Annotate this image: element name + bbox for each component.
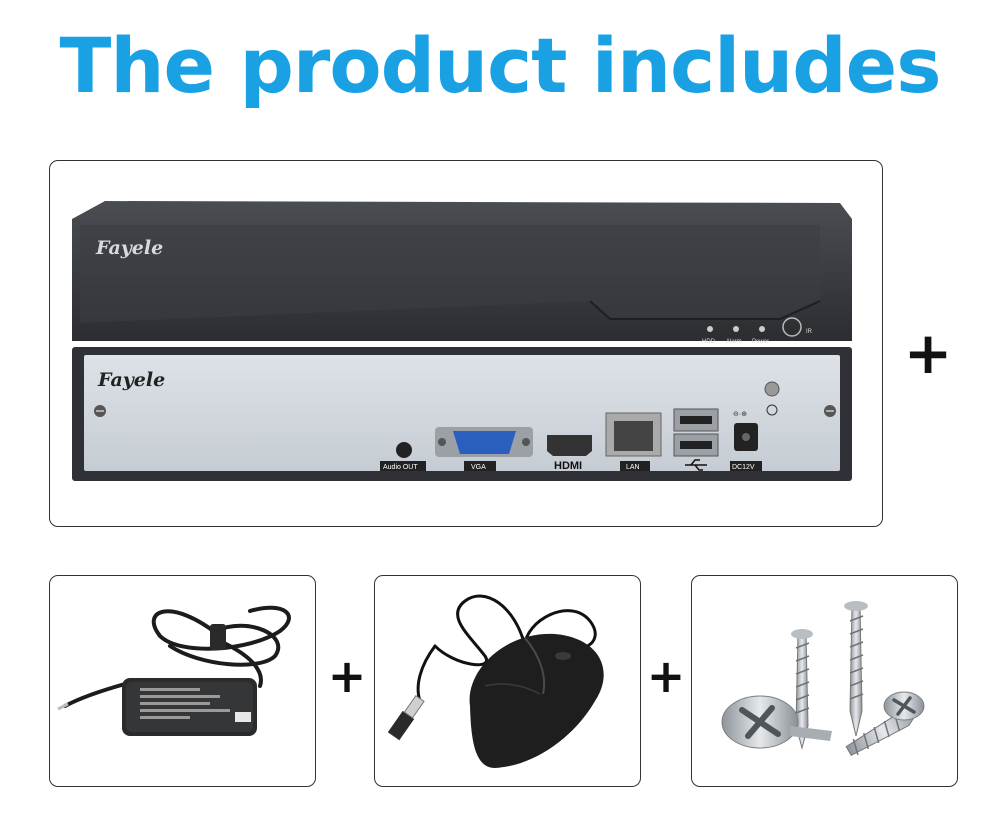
- svg-text:⊖·⊕: ⊖·⊕: [733, 411, 747, 418]
- page-title: The product includes: [59, 21, 942, 110]
- port-power-label: DC12V: [732, 464, 755, 471]
- nvr-brand-back: Fayele: [97, 369, 165, 391]
- usb-mouse-image: [387, 594, 604, 768]
- plus-sign-1: +: [903, 319, 953, 387]
- port-hdmi-label: HDMI: [554, 460, 582, 472]
- nvr-recorder-image: Fayele HDD Alarm Power IR Fayele Audio O…: [72, 201, 852, 481]
- plus-sign-2: +: [327, 649, 367, 703]
- port-audio-label: Audio OUT: [383, 464, 418, 471]
- power-adapter-image: [57, 605, 291, 736]
- led-label-alarm: Alarm: [726, 339, 742, 345]
- led-label-hdd: HDD: [702, 339, 716, 345]
- mouse-card: [374, 575, 641, 787]
- port-lan-label: LAN: [626, 464, 640, 471]
- ir-label: IR: [806, 329, 813, 335]
- nvr-brand-top: Fayele: [95, 237, 163, 259]
- plus-sign-3: +: [646, 649, 686, 703]
- screws-card: [691, 575, 958, 787]
- usb-symbol-icon: [685, 459, 707, 471]
- nvr-card: Fayele HDD Alarm Power IR Fayele Audio O…: [49, 160, 883, 527]
- adapter-card: [49, 575, 316, 787]
- port-vga-label: VGA: [471, 464, 486, 471]
- led-label-power: Power: [752, 339, 769, 345]
- screws-image: [721, 601, 925, 756]
